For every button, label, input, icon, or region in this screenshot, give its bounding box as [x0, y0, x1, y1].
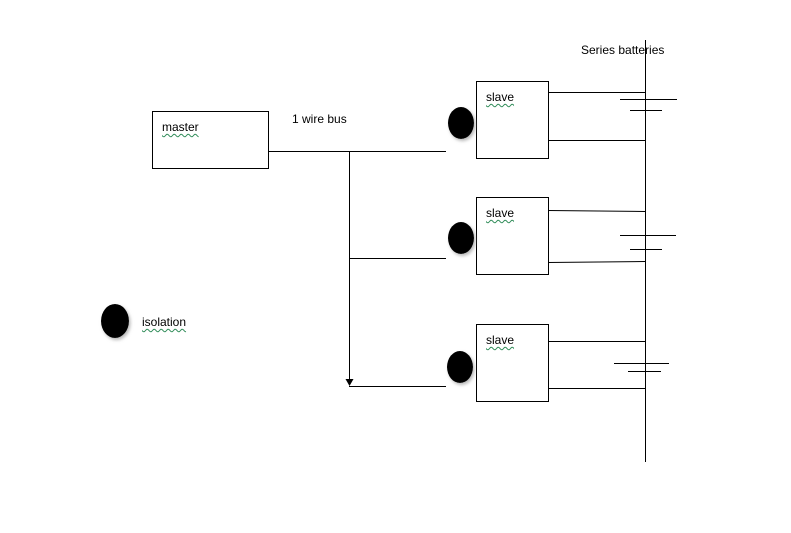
isolator-1-icon: [448, 107, 474, 139]
slave-label-2: slave: [486, 206, 515, 220]
slave-box-2: [476, 197, 549, 275]
slave-box-3: [476, 324, 549, 402]
slave2-tap-top: [547, 210, 646, 212]
master-box: [152, 111, 269, 169]
slave-label-1: slave: [486, 90, 515, 104]
bus-arrowhead: [345, 379, 354, 386]
isolation-legend-icon: [101, 304, 129, 338]
isolator-2-icon: [448, 222, 474, 254]
bus-label: 1 wire bus: [292, 112, 347, 126]
slave-box-1: [476, 81, 549, 159]
batteries-label: Series batteries: [581, 43, 665, 57]
slave-label-3: slave: [486, 333, 515, 347]
isolator-3-icon: [447, 351, 473, 383]
isolation-legend-label: isolation: [142, 315, 187, 329]
master-label: master: [162, 120, 199, 134]
slave2-tap-bottom: [547, 261, 646, 263]
